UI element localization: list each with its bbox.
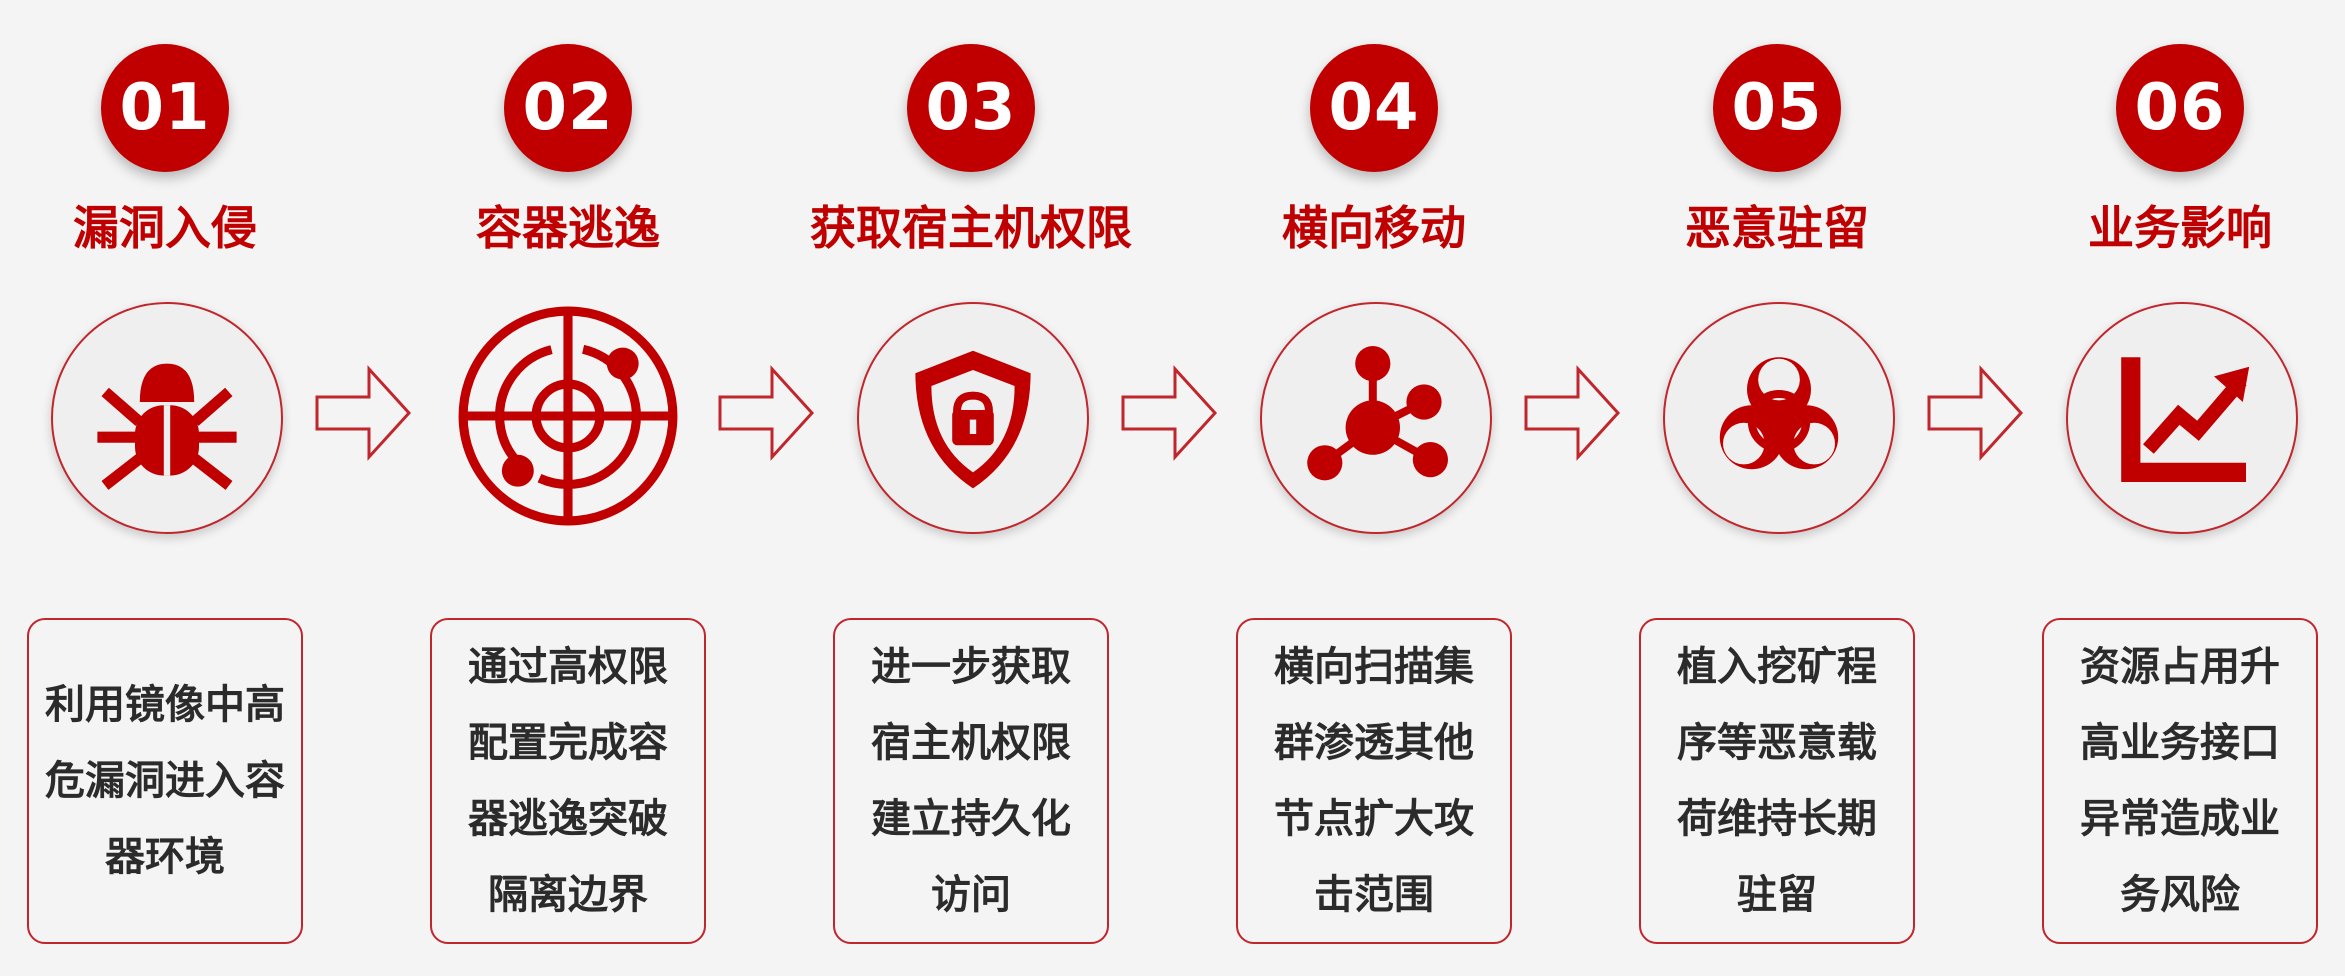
step-title: 容器逃逸	[476, 201, 660, 255]
step-description-box: 横向扫描集群渗透其他节点扩大攻击范围	[1236, 618, 1512, 944]
step-description-box: 进一步获取宿主机权限建立持久化访问	[833, 618, 1109, 944]
step-description: 进一步获取宿主机权限建立持久化访问	[871, 644, 1071, 918]
icon-circle	[454, 302, 682, 530]
step-3: 03 获取宿主机权限 进一步获取宿主机权限建立持久化访问	[810, 0, 1132, 976]
step-number-badge: 06	[2116, 44, 2244, 172]
step-description: 通过高权限配置完成容器逃逸突破隔离边界	[468, 644, 668, 918]
arrow-right-icon	[1927, 365, 2024, 461]
network-nodes-icon	[1307, 346, 1448, 481]
icon-circle	[2066, 302, 2298, 534]
biohazard-icon	[1719, 357, 1839, 470]
step-title: 获取宿主机权限	[810, 201, 1132, 255]
arrow-right-icon	[1121, 365, 1218, 461]
step-title: 漏洞入侵	[73, 201, 257, 255]
step-description-box: 利用镜像中高危漏洞进入容器环境	[27, 618, 303, 944]
arrow-right-icon	[718, 365, 815, 461]
icon-circle	[857, 302, 1089, 534]
step-number-badge: 01	[101, 44, 229, 172]
step-5: 05 恶意驻留 植入挖矿程序等恶意载荷维持长期驻留	[1627, 0, 1927, 976]
step-1: 01 漏洞入侵 利用镜像中高危漏洞进入容器环境	[15, 0, 315, 976]
step-description: 资源占用升高业务接口异常造成业务风险	[2080, 644, 2280, 918]
icon-circle	[51, 302, 283, 534]
step-description: 植入挖矿程序等恶意载荷维持长期驻留	[1677, 644, 1877, 918]
icon-circle	[1663, 302, 1895, 534]
step-description-box: 植入挖矿程序等恶意载荷维持长期驻留	[1639, 618, 1915, 944]
step-description-box: 资源占用升高业务接口异常造成业务风险	[2042, 618, 2318, 944]
trend-chart-icon	[2121, 357, 2250, 482]
step-description: 横向扫描集群渗透其他节点扩大攻击范围	[1274, 644, 1474, 918]
step-title: 恶意驻留	[1685, 201, 1869, 255]
radar-target-icon	[458, 306, 678, 526]
step-title: 横向移动	[1282, 201, 1466, 255]
icon-circle	[1260, 302, 1492, 534]
step-title: 业务影响	[2088, 201, 2272, 255]
arrow-right-icon	[315, 365, 412, 461]
step-4: 04 横向移动 横向扫描集群渗透其他节点扩大攻击范围	[1224, 0, 1524, 976]
shield-lock-icon	[915, 350, 1031, 489]
step-description: 利用镜像中高危漏洞进入容器环境	[45, 682, 285, 880]
arrow-right-icon	[1524, 365, 1621, 461]
step-number-badge: 05	[1713, 44, 1841, 172]
step-number-badge: 02	[504, 44, 632, 172]
step-description-box: 通过高权限配置完成容器逃逸突破隔离边界	[430, 618, 706, 944]
step-number-badge: 04	[1310, 44, 1438, 172]
step-6: 06 业务影响 资源占用升高业务接口异常造成业务风险	[2030, 0, 2330, 976]
bug-icon	[97, 363, 237, 490]
step-number-badge: 03	[907, 44, 1035, 172]
step-2: 02 容器逃逸 通过高权限配置完成容器逃逸突破隔离边界	[418, 0, 718, 976]
